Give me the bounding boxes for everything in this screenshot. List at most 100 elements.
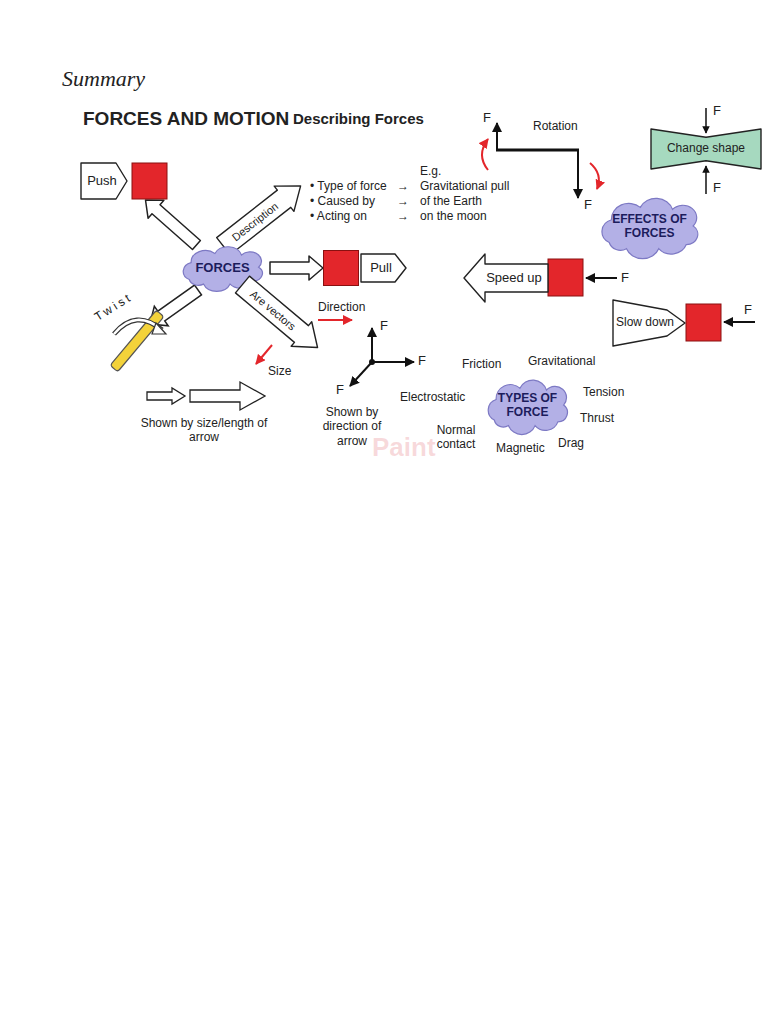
- red-block: [548, 259, 583, 296]
- force-type: Electrostatic: [400, 390, 465, 404]
- force-symbol: F: [380, 318, 388, 334]
- force-arrow: [705, 166, 707, 194]
- hollow-connector-arrow: [270, 256, 323, 280]
- arrow-symbol: →: [397, 209, 409, 223]
- are-vectors-arrow: Are vectors: [231, 271, 329, 361]
- vector-arrow: [372, 361, 414, 363]
- force-symbol: F: [621, 270, 629, 286]
- force-symbol: F: [584, 197, 592, 213]
- node-text-area: EFFECTS OF FORCES: [607, 204, 692, 250]
- node-text: Pull: [370, 261, 392, 276]
- force-type: Thrust: [580, 411, 614, 425]
- node-text-area: Are vectors: [238, 278, 309, 342]
- description-item: • Type of force: [310, 179, 387, 193]
- arrow-shape: [81, 163, 127, 199]
- rod-shape: [110, 310, 164, 372]
- description-value: of the Earth: [420, 194, 482, 208]
- vector-label: Direction: [318, 300, 365, 314]
- node-text-area: Speed up: [479, 264, 549, 292]
- arrow-shape: [214, 173, 311, 259]
- arrow-symbol: →: [397, 194, 409, 208]
- force-arrow: [586, 277, 617, 279]
- watermark: Paint: [372, 432, 436, 463]
- node-text-area: Slow down: [614, 310, 676, 336]
- effect-label: Twist: [92, 290, 136, 325]
- node-text-area: Pull: [361, 254, 401, 282]
- force-arrow: [496, 123, 498, 150]
- twist-arrow-head: [152, 323, 166, 334]
- force-symbol: F: [744, 302, 752, 318]
- vector-arrow: [371, 328, 373, 362]
- node-text: Push: [87, 174, 117, 189]
- force-symbol: F: [713, 180, 721, 196]
- cloud-shape: [488, 380, 567, 434]
- arrow-symbol: →: [397, 179, 409, 193]
- node-text: TYPES OF FORCE: [492, 392, 563, 420]
- force-type: Magnetic: [496, 441, 545, 455]
- cloud-shape: [602, 198, 698, 258]
- diagram-title: FORCES AND MOTION: [83, 108, 289, 131]
- example-label: E.g.: [420, 164, 441, 178]
- page-heading: Summary: [62, 66, 145, 92]
- hollow-connector-arrow: [146, 200, 201, 250]
- force-type: Drag: [558, 436, 584, 450]
- types-cloud: TYPES OF FORCE: [480, 378, 575, 434]
- note-text: Shown by size/length of arrow: [140, 416, 268, 445]
- node-text-area: Push: [82, 162, 122, 200]
- force-type: Tension: [583, 385, 624, 399]
- node-text: Change shape: [667, 142, 745, 156]
- vector-label: Size: [268, 364, 291, 378]
- subtitle: Describing Forces: [293, 110, 424, 128]
- force-type: Friction: [462, 357, 501, 371]
- push-arrow-box: Push: [80, 162, 168, 200]
- red-block: [686, 304, 721, 341]
- description-item: • Acting on: [310, 209, 367, 223]
- node-outline: [323, 250, 407, 286]
- force-arrow: [577, 150, 579, 198]
- description-value: Gravitational pull: [420, 179, 509, 193]
- note-text: Shown by direction of arrow: [312, 405, 392, 448]
- arrow-shape: [232, 272, 328, 360]
- node-text: Speed up: [486, 271, 542, 286]
- node-text: Slow down: [616, 316, 674, 330]
- effect-label: Rotation: [533, 119, 578, 133]
- bowtie-shape: [651, 129, 761, 169]
- force-arrow: [724, 321, 755, 323]
- node-text-area: TYPES OF FORCE: [492, 386, 563, 426]
- pointer-arrow: [318, 319, 352, 321]
- red-block: [324, 251, 359, 286]
- pull-arrow-box: Pull: [323, 250, 407, 286]
- change-shape-box: Change shape: [650, 128, 762, 170]
- speed-up-arrow: Speed up: [463, 253, 549, 303]
- description-item: • Caused by: [310, 194, 375, 208]
- slow-down-arrow: Slow down: [612, 298, 686, 348]
- node-text-area: Description: [219, 190, 291, 253]
- small-size-arrow: [147, 388, 185, 404]
- effects-cloud: EFFECTS OF FORCES: [592, 196, 707, 258]
- arrow-shape: [613, 300, 685, 346]
- rotation-arrow: [590, 163, 599, 189]
- node-text: FORCES: [195, 261, 249, 276]
- pointer-arrow: [256, 345, 272, 364]
- arrow-shape: [361, 254, 406, 282]
- description-value: on the moon: [420, 209, 487, 223]
- force-symbol: F: [713, 103, 721, 119]
- vector-arrow: [350, 362, 372, 386]
- node-text: EFFECTS OF FORCES: [607, 213, 692, 241]
- lever-bar: [496, 149, 579, 152]
- origin-dot: [369, 359, 375, 365]
- arrow-shape: [464, 254, 548, 302]
- force-type: Gravitational: [528, 354, 595, 368]
- force-arrow: [705, 108, 707, 133]
- force-symbol: F: [418, 353, 426, 369]
- force-symbol: F: [483, 110, 491, 126]
- node-text: Are vectors: [248, 287, 299, 332]
- red-block: [132, 163, 167, 199]
- force-symbol: F: [336, 382, 344, 398]
- twist-rod: [110, 310, 164, 372]
- node-text-area: Change shape: [650, 128, 762, 170]
- rotation-arrow: [482, 139, 488, 170]
- force-type: Normal contact: [432, 423, 480, 452]
- large-size-arrow: [190, 382, 265, 410]
